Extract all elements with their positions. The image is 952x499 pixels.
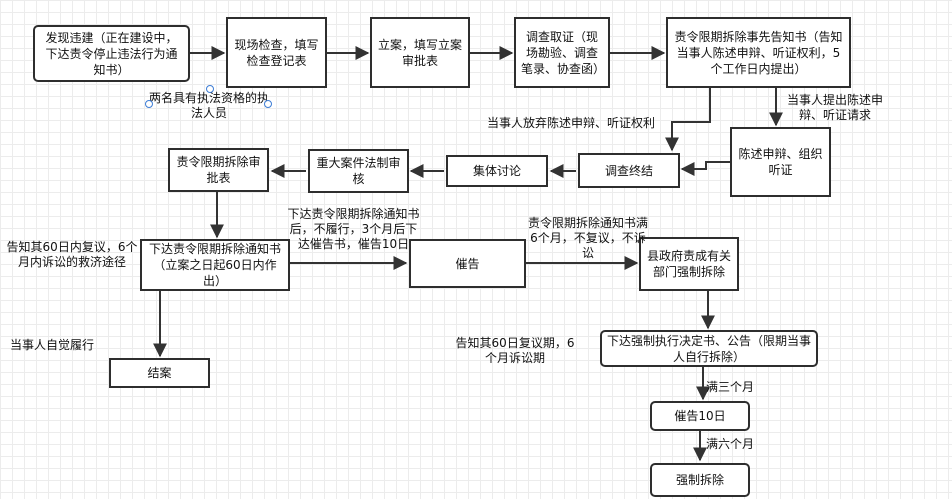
node-investigate[interactable]: 调查取证（现场勘验、调查笔录、协查函） [514, 17, 610, 88]
node-conclude[interactable]: 调查终结 [578, 153, 680, 188]
label-self-comply: 当事人自觉履行 [9, 338, 94, 352]
node-close[interactable]: 结案 [109, 358, 210, 388]
label-three-months: 满三个月 [706, 380, 755, 394]
label-request: 当事人提出陈述申辩、听证请求 [786, 93, 883, 122]
label-appeal-period: 告知其60日复议期，6个月诉讼期 [455, 336, 575, 365]
resize-handle-top[interactable] [206, 85, 214, 93]
label-two-officers: 两名具有执法资格的执法人员 [148, 91, 269, 120]
node-discover[interactable]: 发现违建（正在建设中，下达责令停止违法行为通知书） [33, 25, 190, 82]
label-six-months-2: 满六个月 [706, 437, 755, 451]
label-waive: 当事人放弃陈述申辩、听证权利 [486, 116, 655, 130]
node-approval[interactable]: 责令限期拆除审批表 [168, 148, 269, 192]
label-notify-appeal: 告知其60日内复议，6个月内诉讼的救济途径 [6, 240, 138, 269]
node-enforce-decision[interactable]: 下达强制执行决定书、公告（限期当事人自行拆除） [600, 330, 818, 367]
node-urge[interactable]: 催告 [409, 239, 526, 288]
node-gov-order[interactable]: 县政府责成有关部门强制拆除 [639, 237, 739, 291]
node-hearing[interactable]: 陈述申辩、组织听证 [730, 127, 831, 197]
node-discuss[interactable]: 集体讨论 [446, 155, 548, 187]
label-six-months: 责令限期拆除通知书满6个月，不复议，不诉讼 [528, 216, 649, 260]
resize-handle-right[interactable] [264, 100, 272, 108]
edge-hearing-conclude [680, 161, 730, 176]
node-demolish[interactable]: 强制拆除 [650, 463, 750, 497]
edge-prenotice-conclude [665, 88, 711, 152]
label-not-complied: 下达责令限期拆除通知书后，不履行，3个月后下达催告书，催告10日 [287, 207, 420, 251]
node-file[interactable]: 立案，填写立案审批表 [370, 17, 470, 88]
resize-handle-left[interactable] [145, 100, 153, 108]
node-legal-review[interactable]: 重大案件法制审核 [308, 149, 409, 193]
node-issue-notice[interactable]: 下达责令限期拆除通知书（立案之日起60日内作出） [140, 239, 290, 291]
node-prenotice[interactable]: 责令限期拆除事先告知书（告知当事人陈述申辩、听证权利，5个工作日内提出） [666, 17, 851, 88]
node-inspect[interactable]: 现场检查，填写检查登记表 [226, 17, 327, 88]
node-urge10[interactable]: 催告10日 [650, 401, 750, 431]
